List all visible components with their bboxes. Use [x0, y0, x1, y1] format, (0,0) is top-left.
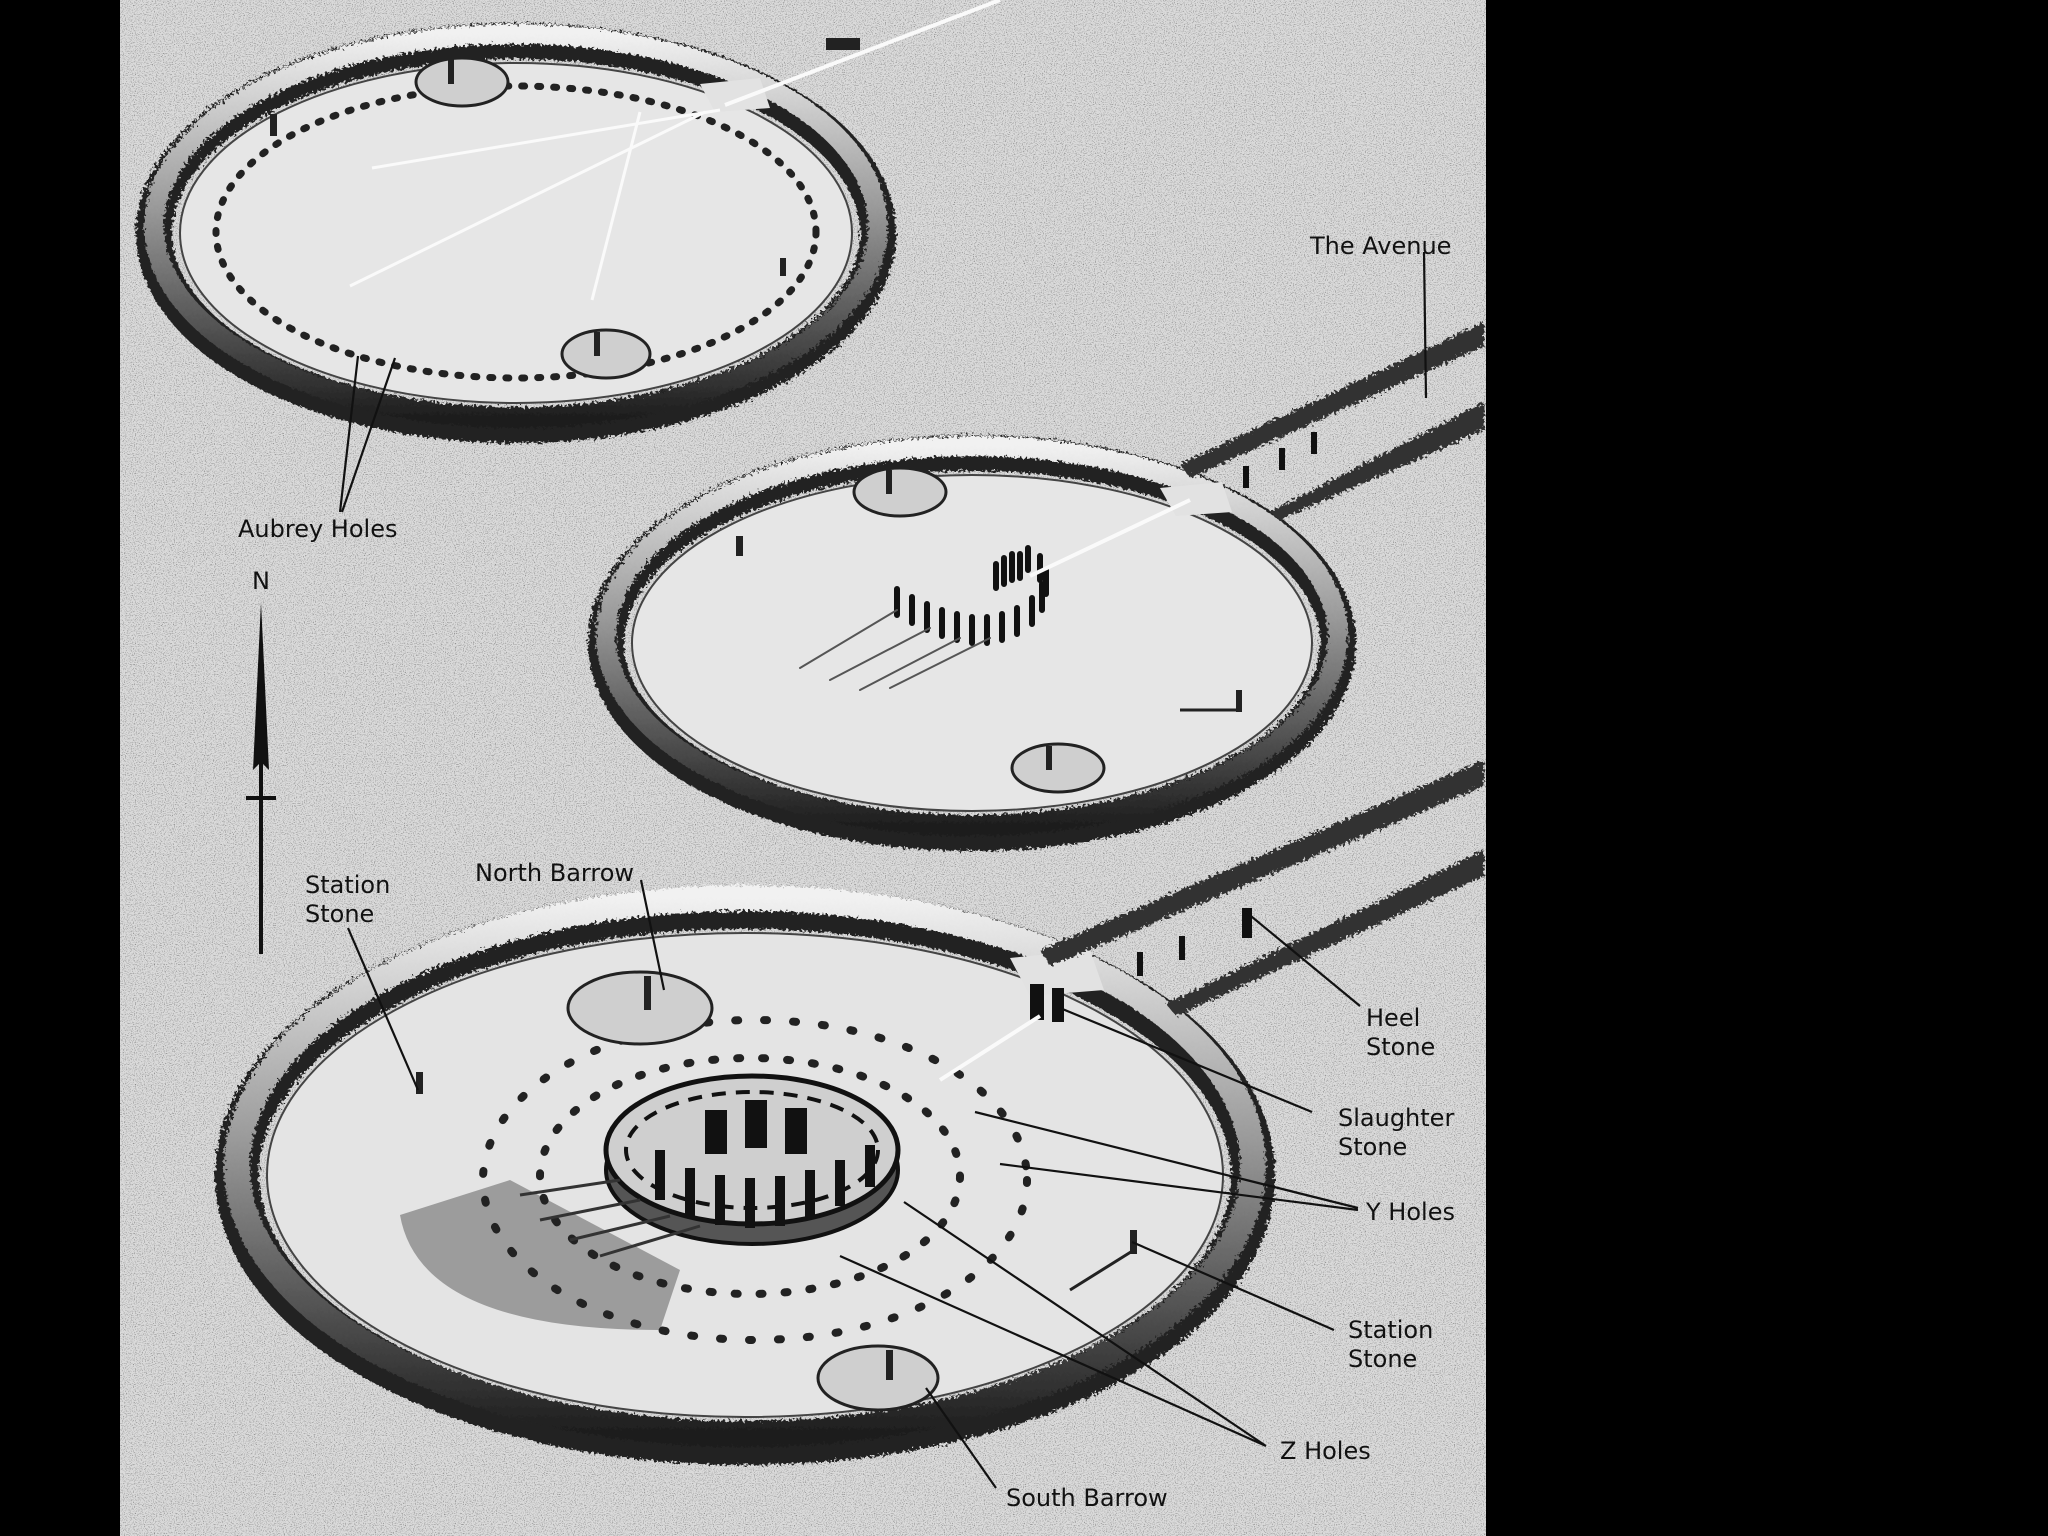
phase-2-south-mound [1012, 744, 1104, 792]
label-heel-stone-line2: Stone [1366, 1033, 1435, 1061]
label-y-holes: Y Holes [1365, 1198, 1455, 1226]
station-stone-nw [416, 1072, 423, 1094]
label-north: N [252, 567, 270, 595]
label-slaughter-stone-line1: Slaughter [1338, 1104, 1454, 1132]
sarsen-circle [606, 1076, 898, 1244]
label-aubrey-holes: Aubrey Holes [238, 515, 397, 543]
phase-1-south-mound [562, 330, 650, 378]
phase-2-north-mound [854, 468, 946, 516]
north-barrow-mound [568, 972, 712, 1044]
south-barrow-mound [818, 1346, 938, 1410]
label-station-stone-nw-line2: Stone [305, 900, 374, 928]
label-south-barrow: South Barrow [1006, 1484, 1168, 1512]
phase-1-north-mound [416, 58, 508, 106]
label-the-avenue: The Avenue [1309, 232, 1451, 260]
label-station-stone-se-line1: Station [1348, 1316, 1433, 1344]
slaughter-stone [1030, 984, 1044, 1020]
label-station-stone-nw-line1: Station [305, 871, 390, 899]
label-north-barrow: North Barrow [475, 859, 634, 887]
label-z-holes: Z Holes [1280, 1437, 1371, 1465]
label-station-stone-se-line2: Stone [1348, 1345, 1417, 1373]
label-heel-stone-line1: Heel [1366, 1004, 1420, 1032]
label-slaughter-stone-line2: Stone [1338, 1133, 1407, 1161]
